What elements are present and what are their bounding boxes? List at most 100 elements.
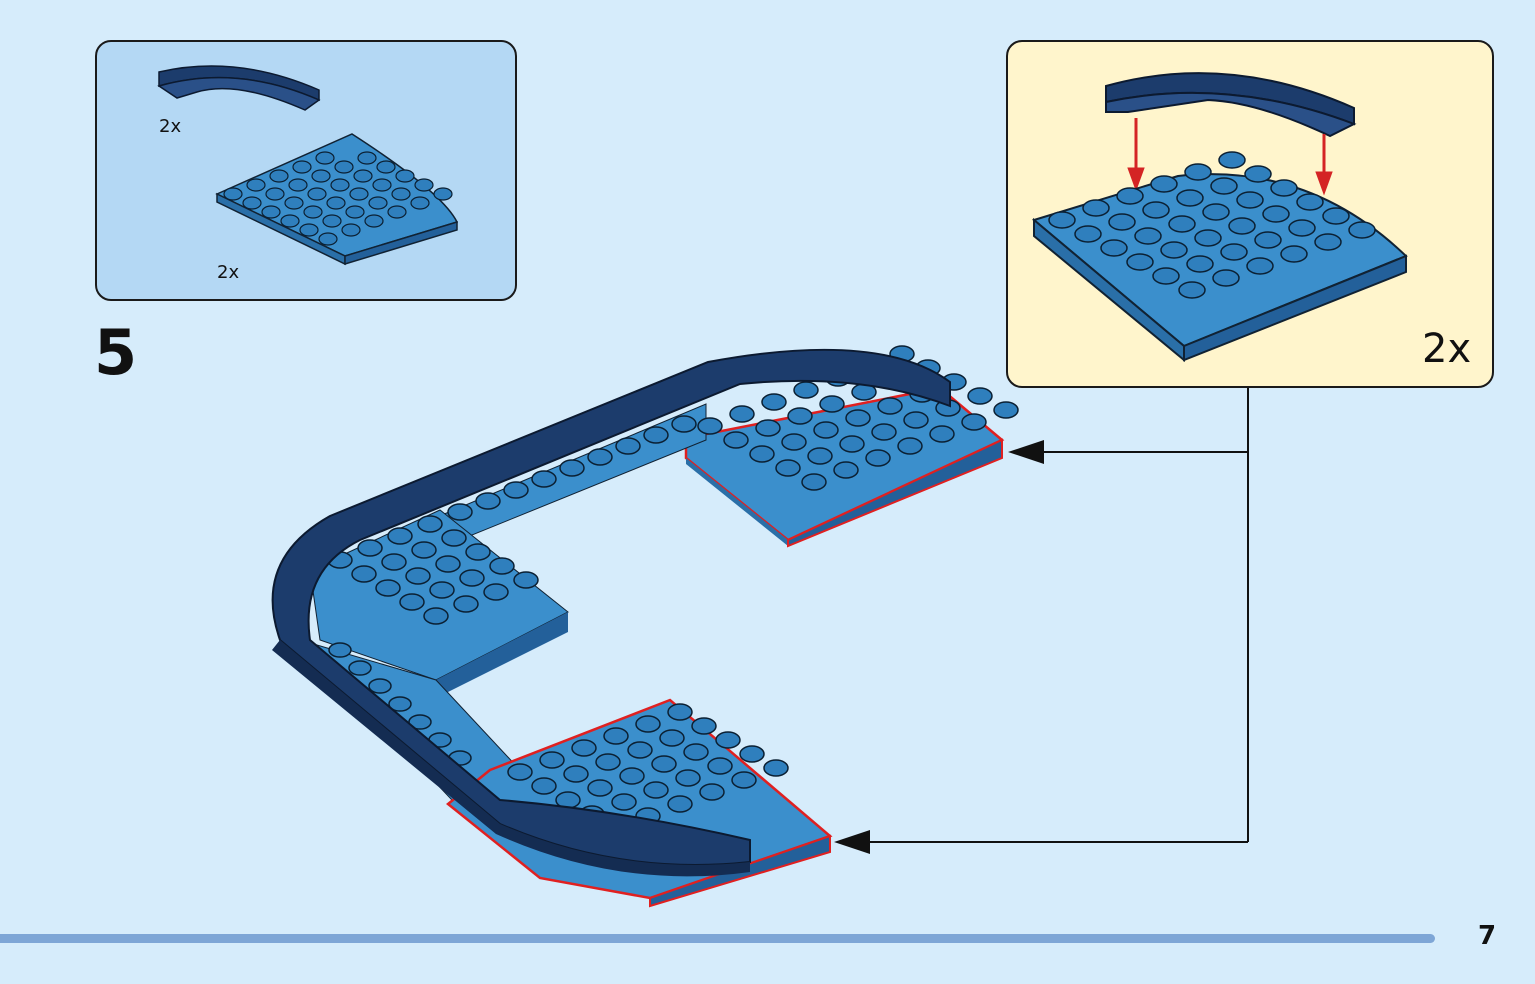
stud (423, 607, 449, 625)
stud (357, 151, 377, 165)
stud (288, 178, 308, 192)
stud (364, 214, 384, 228)
stud (707, 757, 733, 775)
part-quantity-corner-plate: 2x (217, 262, 240, 283)
stud (595, 753, 621, 771)
sub-assembly-illustration (1031, 72, 1408, 363)
stud (433, 187, 453, 201)
callout-quantity: 2x (1422, 326, 1472, 372)
stud (929, 425, 955, 443)
stud (691, 717, 717, 735)
parts-list-panel: 2x 2x (95, 40, 517, 301)
stud (322, 214, 342, 228)
stud (351, 565, 377, 583)
stud (387, 205, 407, 219)
part-quantity-curved-tile: 2x (159, 116, 182, 137)
stud (1074, 225, 1102, 243)
stud (315, 151, 335, 165)
stud (299, 223, 319, 237)
stud (603, 727, 629, 745)
stud (819, 395, 845, 413)
parts-list-illustration (157, 65, 459, 266)
stud (781, 433, 807, 451)
stud (417, 515, 443, 533)
stud (1142, 201, 1170, 219)
stud (801, 473, 827, 491)
stud (1314, 233, 1342, 251)
stud (1210, 177, 1238, 195)
stud (441, 529, 467, 547)
stud (651, 755, 677, 773)
stud (357, 539, 383, 557)
stud (1186, 255, 1214, 273)
stud (675, 769, 701, 787)
stud (435, 555, 461, 573)
stud (388, 696, 412, 712)
stud (1218, 151, 1246, 169)
page-progress-bar (0, 934, 1435, 943)
stud (749, 445, 775, 463)
page-number: 7 (1478, 921, 1497, 951)
stud (871, 423, 897, 441)
stud (755, 419, 781, 437)
stud (865, 449, 891, 467)
stud (587, 779, 613, 797)
stud (414, 178, 434, 192)
stud (1134, 227, 1162, 245)
stud (507, 763, 533, 781)
step-number: 5 (94, 316, 138, 389)
stud (465, 543, 491, 561)
stud (1254, 231, 1282, 249)
stud (763, 759, 789, 777)
stud (1194, 229, 1222, 247)
stud (1126, 253, 1154, 271)
stud (833, 461, 859, 479)
stud (1100, 239, 1128, 257)
callout-connector (866, 388, 1249, 843)
stud (330, 178, 350, 192)
stud (1244, 165, 1272, 183)
stud (897, 437, 923, 455)
stud (1246, 257, 1274, 275)
stud (246, 178, 266, 192)
stud (739, 745, 765, 763)
stud (1150, 175, 1178, 193)
stud (368, 196, 388, 210)
stud (1322, 207, 1350, 225)
stud (1220, 243, 1248, 261)
stud (348, 660, 372, 676)
stud (503, 481, 529, 499)
stud (375, 579, 401, 597)
stud (699, 783, 725, 801)
stud (643, 426, 669, 444)
curved-tile-icon (157, 65, 321, 111)
stud (723, 431, 749, 449)
stud (326, 196, 346, 210)
stud (643, 781, 669, 799)
curved-tile-icon (1105, 72, 1357, 138)
stud (376, 160, 396, 174)
stud (839, 435, 865, 453)
stud (1082, 199, 1110, 217)
stud (395, 169, 415, 183)
stud (1160, 241, 1188, 259)
stud (787, 407, 813, 425)
stud (1348, 221, 1376, 239)
stud (311, 169, 331, 183)
stud (1262, 205, 1290, 223)
red-down-arrow-icon (1127, 118, 1333, 196)
stud (967, 387, 993, 405)
stud (1236, 191, 1264, 209)
stud (1152, 267, 1180, 285)
stud (334, 160, 354, 174)
stud (1280, 245, 1308, 263)
stud (697, 417, 723, 435)
stud (1184, 163, 1212, 181)
stud (328, 642, 352, 658)
stud (667, 795, 693, 813)
stud (775, 459, 801, 477)
stud (1212, 269, 1240, 287)
stud (318, 232, 338, 246)
stud (405, 567, 431, 585)
